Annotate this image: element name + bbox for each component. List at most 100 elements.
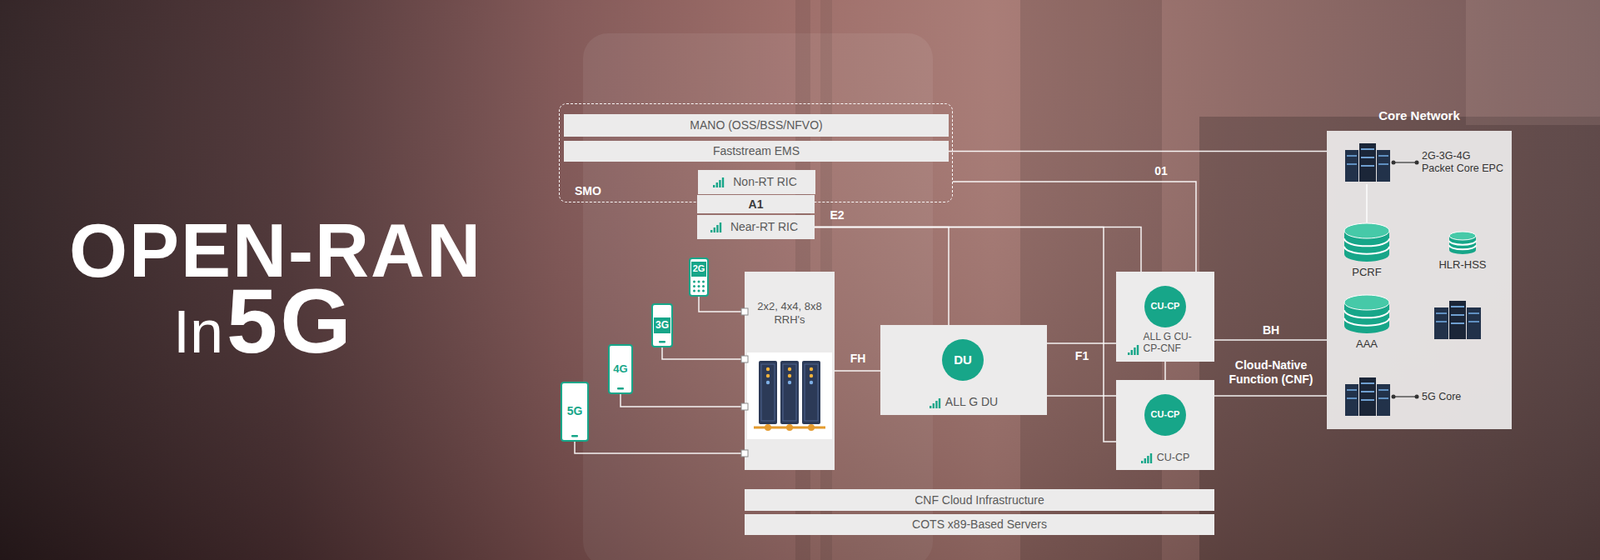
tower-edge <box>761 363 775 421</box>
phone-label: 2G <box>691 261 707 277</box>
phone-device: 5G <box>560 381 589 442</box>
connector <box>662 347 745 359</box>
panel-heading: Core Network <box>1310 108 1529 124</box>
ric-box: Near-RT RIC <box>697 214 815 240</box>
key-dot <box>702 284 705 288</box>
panel-fill <box>1326 130 1512 429</box>
connector <box>1046 394 1117 397</box>
leader-line <box>1390 392 1421 401</box>
leader-dot <box>1415 160 1420 165</box>
database-label: PCRF <box>1351 265 1381 280</box>
server-label: 5G Core <box>1421 390 1506 404</box>
server-illustration <box>747 352 833 439</box>
port-square <box>741 449 748 457</box>
rack-stripe <box>1360 164 1375 167</box>
status-light <box>809 373 813 378</box>
caption-row: ALL G DU <box>883 394 1044 409</box>
status-light <box>787 373 792 378</box>
phone-device: 4G <box>608 343 634 394</box>
server-icon <box>1345 143 1391 182</box>
rack-stripe <box>1346 388 1357 391</box>
connector <box>814 227 949 326</box>
connector <box>620 393 745 407</box>
function-circle: CU-CP <box>1144 393 1187 436</box>
tower-edge <box>804 363 818 421</box>
port-square <box>741 308 748 315</box>
connector <box>814 227 1117 443</box>
status-light <box>787 367 792 371</box>
connector <box>948 150 1327 153</box>
rack-stripe <box>1346 163 1357 165</box>
leader-line <box>1390 158 1421 167</box>
database-node: HLR-HSS <box>1430 230 1495 285</box>
phone-device: 2G <box>688 257 709 297</box>
tower-edge <box>782 363 797 421</box>
db-separator <box>1344 309 1390 318</box>
signal-bar <box>1146 455 1149 464</box>
leader-stroke <box>1393 395 1417 397</box>
server-tower <box>802 360 821 424</box>
db-separator <box>1344 246 1390 255</box>
connector <box>814 227 1142 273</box>
signal-bar <box>712 184 715 188</box>
port-square <box>741 403 748 410</box>
leader-stroke <box>1393 161 1417 163</box>
signal-bar <box>713 227 716 233</box>
interface-label: E2 <box>829 208 844 223</box>
signal-bar <box>710 229 713 233</box>
signal-bar <box>719 222 722 233</box>
server-rack <box>1359 143 1376 182</box>
box-label: 2x2, 4x4, 8x8 RRH's <box>744 271 835 326</box>
database-node: PCRF <box>1336 222 1397 291</box>
db-separator <box>1344 238 1390 246</box>
server-rack <box>1359 377 1376 416</box>
interface-label: BH <box>1262 323 1280 338</box>
rack-stripe <box>1378 397 1389 399</box>
signal-icon <box>712 177 725 188</box>
panel-ground <box>747 352 833 439</box>
server-rack <box>1345 149 1359 182</box>
key-dot <box>697 279 701 283</box>
signal-bar <box>1130 349 1132 355</box>
box-label: Faststream EMS <box>709 144 803 159</box>
status-light <box>809 367 813 371</box>
phone-keypad <box>690 279 708 296</box>
db-separator <box>1344 318 1390 326</box>
signal-icon <box>1141 453 1153 464</box>
rack-stripe <box>1378 154 1389 157</box>
rack-stripe <box>1360 390 1375 393</box>
rack-stripe <box>1360 156 1375 159</box>
button-bar <box>571 434 579 438</box>
phone-button <box>652 339 672 344</box>
rack-stripe <box>1360 148 1375 150</box>
button-bar <box>617 387 624 390</box>
server-node: 2G-3G-4G Packet Core EPC <box>1345 140 1507 185</box>
leader-dot <box>1391 160 1396 165</box>
band-box: A1 <box>697 194 815 214</box>
status-light <box>766 380 770 384</box>
signal-bar <box>716 224 718 233</box>
phone-label: 3G <box>653 317 671 334</box>
box-label: MANO (OSS/BSS/NFVO) <box>686 118 826 133</box>
rack-stripe <box>1360 382 1375 384</box>
rack-stripe <box>1468 320 1480 323</box>
database-icon <box>1343 294 1391 334</box>
interface-label: 01 <box>1154 164 1168 179</box>
circle-label: CU-CP <box>1151 300 1181 312</box>
status-light <box>809 380 813 384</box>
rack-stripe <box>1450 305 1465 308</box>
server-rack <box>1466 307 1481 339</box>
connector <box>1214 338 1327 341</box>
signal-bar <box>1150 453 1152 464</box>
connector <box>574 441 745 454</box>
signal-icon <box>710 222 723 233</box>
core-panel: Core Network2G-3G-4G Packet Core EPCPCRF… <box>1326 130 1512 429</box>
signal-bar <box>932 403 934 409</box>
rack-stripe <box>1346 154 1357 157</box>
database-icon <box>1343 222 1391 263</box>
radio-unit-box: 2x2, 4x4, 8x8 RRH's <box>744 271 835 470</box>
band-box: CNF Cloud Infrastructure <box>744 488 1215 511</box>
key-dot <box>692 289 696 292</box>
connector <box>1365 184 1368 223</box>
